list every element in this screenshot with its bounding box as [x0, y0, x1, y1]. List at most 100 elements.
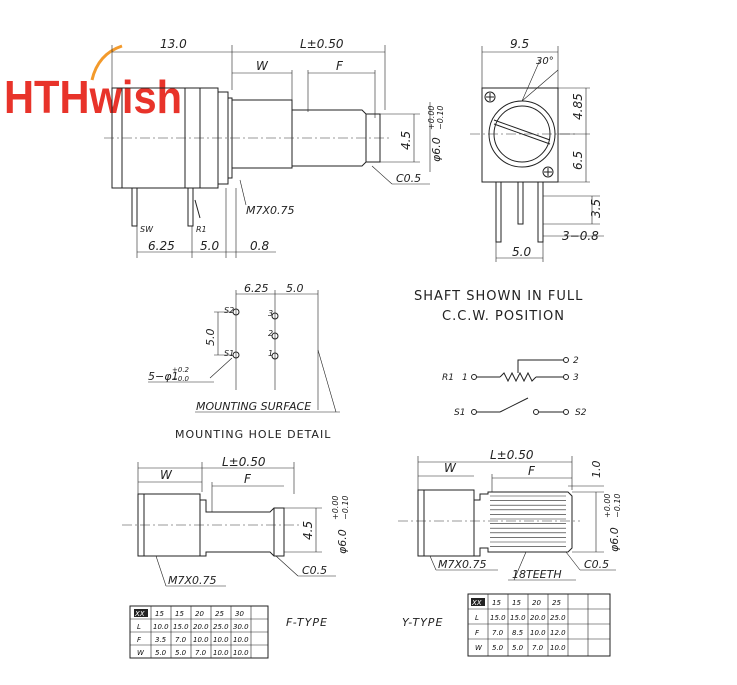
- y-thread: M7X0.75: [438, 558, 487, 571]
- y-dim-W: W: [444, 461, 457, 475]
- mount-caption: MOUNTING HOLE DETAIL: [175, 428, 331, 441]
- f-r1-c0: F: [137, 636, 142, 644]
- mount-hole-size: 5−φ1: [148, 370, 178, 383]
- mount-hole-tol-up: +0.2: [172, 366, 190, 374]
- y-dim-L: L±0.50: [490, 448, 534, 462]
- mount-dim-50: 5.0: [286, 282, 304, 295]
- y-r0-c4: 25.0: [550, 614, 566, 622]
- mount-screw-right: [542, 166, 554, 178]
- side-view: 9.5 30° 4.85 6.5 3.5 3−0.8 5.0: [470, 37, 604, 262]
- dim-45: 4.5: [399, 131, 413, 150]
- y-r2-c2: 5.0: [512, 644, 524, 652]
- chamfer-label: C0.5: [396, 172, 421, 185]
- hole-1: [271, 352, 279, 360]
- mount-p1: 1: [268, 349, 273, 358]
- dim-308: 3−0.8: [562, 229, 599, 243]
- f-r2-c5: 10.0: [233, 649, 249, 657]
- dim-485: 4.85: [571, 93, 585, 120]
- brand-logo: HTHwish: [4, 44, 182, 123]
- f-r0-c1: 10.0: [153, 623, 169, 631]
- dim-W: W: [256, 59, 269, 73]
- f-r1-c5: 10.0: [233, 636, 249, 644]
- y-r2-c1: 5.0: [492, 644, 504, 652]
- mounting-hole-detail: 6.25 5.0 S2 S1 3 2 1 5.0 MOUNTING SURFAC…: [148, 282, 340, 441]
- y-r0-c1: 15.0: [490, 614, 506, 622]
- f-type-view: L±0.50 W F 4.5 φ6.0 +0.00 −0.10 C0.5 M7X…: [122, 455, 350, 629]
- y-r2-c0: W: [475, 644, 483, 652]
- f-th-5: 30: [235, 610, 244, 618]
- mount-surface: MOUNTING SURFACE: [196, 400, 311, 413]
- f-r2-c0: W: [137, 649, 145, 657]
- schematic: R1 1 3 2 S1 S2: [442, 356, 587, 418]
- f-th-0: XX: [134, 610, 145, 618]
- f-r0-c2: 15.0: [173, 623, 189, 631]
- tol-upper: +0.00: [427, 105, 436, 130]
- f-r1-c2: 7.0: [175, 636, 187, 644]
- y-r1-c1: 7.0: [492, 629, 504, 637]
- dim-50-side: 5.0: [512, 245, 531, 259]
- f-r1-c3: 10.0: [193, 636, 209, 644]
- hole-s2: [232, 308, 240, 316]
- mount-screw-left: [484, 91, 496, 103]
- dim-625: 6.25: [148, 239, 175, 253]
- f-type-name: F-TYPE: [286, 616, 328, 629]
- dim-95: 9.5: [510, 37, 529, 51]
- f-r0-c5: 30.0: [233, 623, 249, 631]
- mount-p3: 3: [268, 309, 273, 318]
- y-type-table: XX 15 15 20 25 L 15.0 15.0 20.0 25.0 F 7…: [467, 593, 611, 657]
- mount-dim-50v: 5.0: [204, 329, 217, 347]
- f-dim-45: 4.5: [301, 521, 315, 540]
- dim-F: F: [336, 59, 344, 73]
- dim-phi6: φ6.0: [430, 137, 443, 162]
- y-r2-c3: 7.0: [532, 644, 544, 652]
- y-tol-upper: +0.00: [603, 493, 612, 518]
- dim-65: 6.5: [571, 151, 585, 170]
- dim-13: 13.0: [160, 37, 187, 51]
- dim-30deg: 30°: [536, 56, 554, 67]
- y-knurl: [490, 495, 566, 547]
- y-th-0: XX: [471, 599, 482, 607]
- logo-swoosh: [90, 44, 123, 81]
- y-r1-c0: F: [475, 629, 480, 637]
- sch-n2: 2: [573, 356, 579, 366]
- note-line2: C.C.W. POSITION: [442, 309, 565, 324]
- mount-s1: S1: [224, 349, 234, 358]
- hole-2: [271, 332, 279, 340]
- side-body: [481, 87, 559, 183]
- f-r0-c0: L: [137, 623, 141, 631]
- f-dim-phi6: φ6.0: [336, 529, 349, 554]
- bushing: [231, 99, 293, 169]
- f-r2-c1: 5.0: [155, 649, 167, 657]
- shaft-note: SHAFT SHOWN IN FULL C.C.W. POSITION: [414, 289, 582, 324]
- y-th-4: 25: [552, 599, 561, 607]
- hole-3: [271, 312, 279, 320]
- f-thread: M7X0.75: [168, 574, 217, 587]
- f-r0-c4: 25.0: [213, 623, 229, 631]
- y-type-view: L±0.50 W F 1.0 φ6.0 +0.00 −0.10 C0.5 M7X…: [398, 448, 622, 629]
- f-r2-c2: 5.0: [175, 649, 187, 657]
- sch-n3: 3: [573, 373, 579, 383]
- y-r0-c3: 20.0: [530, 614, 546, 622]
- f-r2-c3: 7.0: [195, 649, 207, 657]
- thread-label: M7X0.75: [246, 204, 295, 217]
- y-type-name: Y-TYPE: [402, 616, 443, 629]
- y-th-3: 20: [532, 599, 541, 607]
- y-r0-c0: L: [475, 614, 479, 622]
- front-view: 13.0 L±0.50 W F SW R1 6.25 5.0 0.8 M7X0.…: [104, 37, 445, 258]
- mount-s2: S2: [224, 306, 234, 315]
- y-chamfer: C0.5: [584, 558, 609, 571]
- mount-hole-tol-lo: −0.0: [172, 375, 190, 383]
- dim-08: 0.8: [250, 239, 269, 253]
- f-r2-c4: 10.0: [213, 649, 229, 657]
- f-tol-lower: −0.10: [341, 495, 350, 520]
- y-r1-c3: 10.0: [530, 629, 546, 637]
- f-dim-W: W: [160, 468, 173, 482]
- dim-50: 5.0: [200, 239, 219, 253]
- y-th-1: 15: [492, 599, 501, 607]
- dim-35: 3.5: [589, 199, 603, 218]
- f-dim-L: L±0.50: [222, 455, 266, 469]
- tol-lower: −0.10: [436, 105, 445, 130]
- y-r2-c4: 10.0: [550, 644, 566, 652]
